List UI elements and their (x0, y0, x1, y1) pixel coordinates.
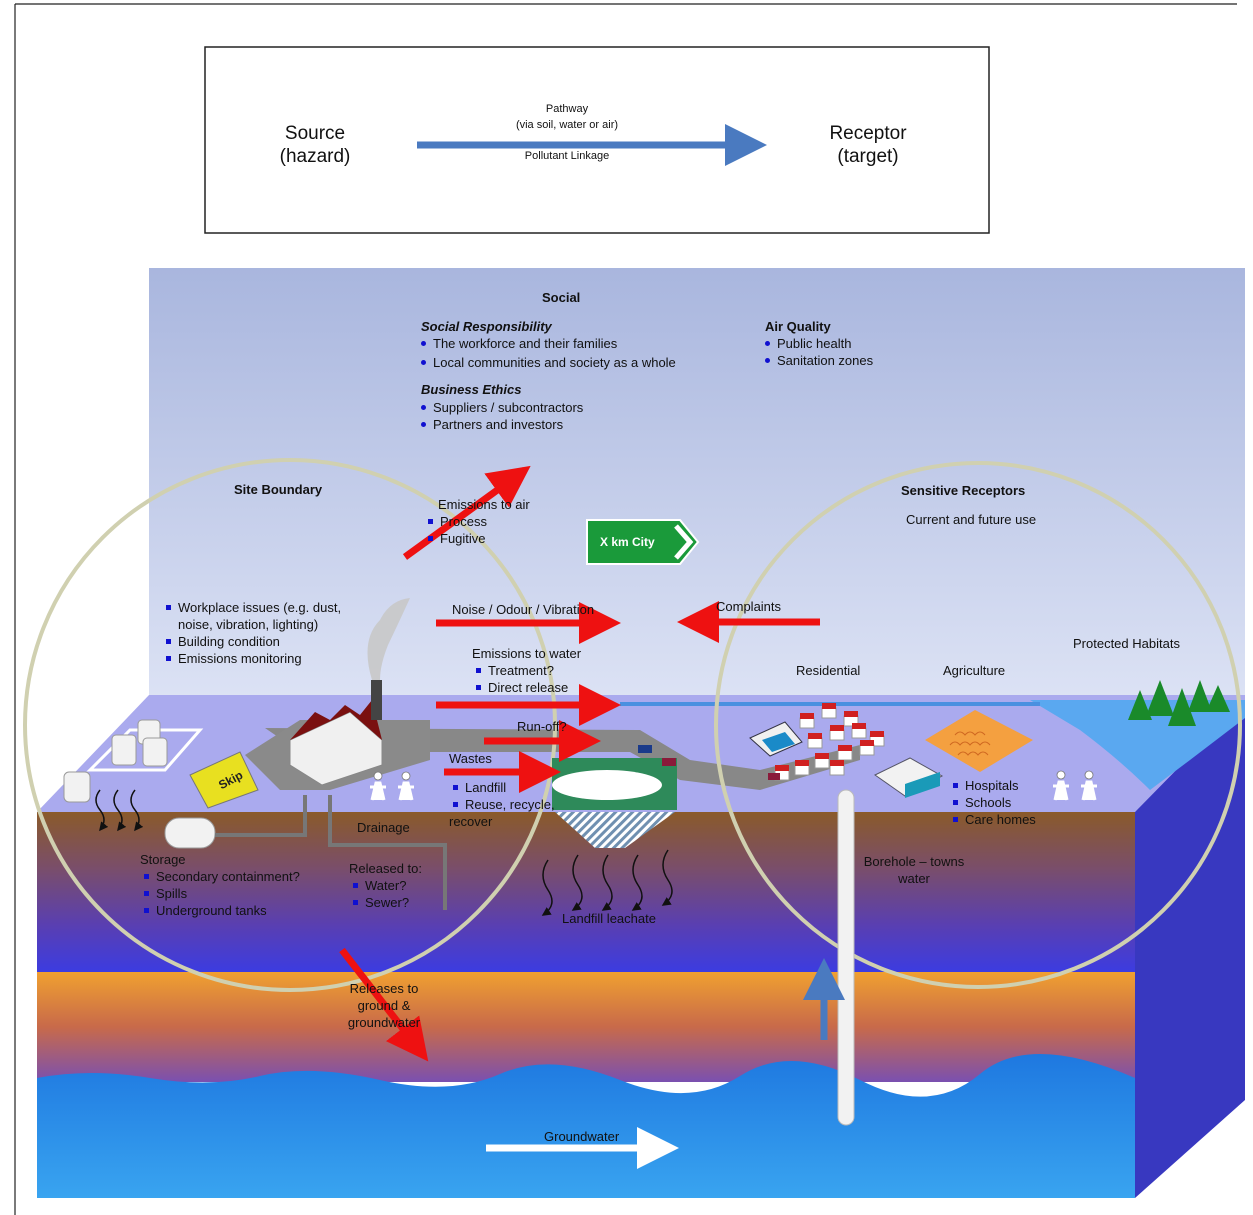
list-item: Sanitation zones (765, 352, 873, 369)
list-item: Public health (765, 335, 873, 352)
wastes-cont: recover (449, 814, 493, 829)
list-item: Reuse, recycle, (453, 796, 555, 813)
borehole-label: Borehole – towns water (855, 853, 973, 887)
people-site (370, 771, 414, 801)
social-title: Social (542, 290, 581, 305)
receptors-subtitle: Current and future use (906, 512, 1037, 527)
list-item: Sewer? (353, 894, 409, 911)
social-responsibility-list: The workforce and their families Local c… (421, 335, 676, 371)
residential-houses (749, 703, 944, 798)
storage-list: Secondary containment? Spills Undergroun… (144, 868, 300, 919)
complaints-label: Complaints (716, 599, 782, 614)
list-item: The workforce and their families (421, 335, 676, 352)
legend-receptor-sub: (target) (837, 146, 899, 167)
borehole (837, 789, 855, 1126)
list-item: Spills (144, 885, 300, 902)
legend-source: Source (hazard) (270, 122, 360, 168)
list-item: Workplace issues (e.g. dust, (166, 599, 341, 616)
workplace-list: Workplace issues (e.g. dust, noise, vibr… (166, 599, 341, 667)
landfill (552, 758, 677, 848)
facilities-list: Hospitals Schools Care homes (953, 777, 1036, 828)
legend-pathway: Pathway (545, 103, 589, 115)
list-item: Direct release (476, 679, 568, 696)
cars (638, 745, 780, 780)
aquifer-layer (37, 972, 1135, 1082)
borehole-label-line: water (898, 871, 930, 886)
social-responsibility-title: Social Responsibility (421, 319, 552, 334)
noise-label: Noise / Odour / Vibration (452, 602, 595, 617)
ground-release-line: Releases to (349, 981, 419, 996)
business-ethics-title: Business Ethics (421, 382, 522, 397)
list-item: Hospitals (953, 777, 1036, 794)
legend-pathway-sub: (via soil, water or air) (515, 119, 619, 131)
list-item: Emissions monitoring (166, 650, 341, 667)
ground-release-label: Releases to ground & groundwater (336, 980, 432, 1031)
business-ethics-list: Suppliers / subcontractors Partners and … (421, 399, 583, 433)
legend-source-sub: (hazard) (279, 146, 351, 167)
site-boundary-title: Site Boundary (234, 482, 323, 497)
people-receptor (1053, 770, 1097, 801)
list-item: Landfill (453, 779, 555, 796)
emissions-water-title: Emissions to water (472, 646, 582, 661)
pathway-arrows (339, 465, 820, 1062)
list-item: Partners and investors (421, 416, 583, 433)
block-side (1135, 700, 1245, 1198)
released-list: Water? Sewer? (353, 877, 409, 911)
list-item: Local communities and society as a whole (421, 354, 676, 371)
list-item: Treatment? (476, 662, 568, 679)
receptors-circle (714, 461, 1242, 989)
wastes-list: Landfill Reuse, recycle, (453, 779, 555, 813)
drainage-pipes (215, 795, 447, 910)
list-item: Suppliers / subcontractors (421, 399, 583, 416)
list-item: Care homes (953, 811, 1036, 828)
list-item: Process (428, 513, 487, 530)
legend-receptor: Receptor (target) (818, 122, 918, 168)
legend-linkage: Pollutant Linkage (524, 150, 610, 162)
leachate-label: Landfill leachate (562, 911, 656, 926)
storage-tanks (63, 719, 168, 803)
list-item: Water? (353, 877, 409, 894)
storage-title: Storage (140, 852, 186, 867)
list-item-cont: noise, vibration, lighting) (166, 616, 341, 633)
road-sign (586, 519, 700, 565)
receptors-title: Sensitive Receptors (901, 483, 1026, 498)
factory (289, 598, 410, 786)
list-item: Schools (953, 794, 1036, 811)
groundwater-layer (37, 1053, 1135, 1198)
trees (1128, 680, 1230, 726)
legend-source-label: Source (284, 123, 346, 144)
agriculture-label: Agriculture (943, 663, 1006, 678)
legend-box (204, 46, 990, 234)
borehole-label-line: Borehole – towns (863, 854, 965, 869)
runoff-label: Run-off? (517, 719, 567, 734)
list-item: Building condition (166, 633, 341, 650)
list-item: Underground tanks (144, 902, 300, 919)
agriculture-field (925, 710, 1033, 772)
ground-release-line: ground & (357, 998, 411, 1013)
skip (189, 751, 259, 809)
groundwater-label: Groundwater (544, 1129, 620, 1144)
residential-label: Residential (796, 663, 861, 678)
ground-release-line: groundwater (347, 1015, 421, 1030)
list-item: Fugitive (428, 530, 487, 547)
road-sign-label: X km City (600, 535, 655, 549)
released-title: Released to: (349, 861, 422, 876)
air-quality-title: Air Quality (765, 319, 831, 334)
wastes-title: Wastes (449, 751, 492, 766)
protected-habitats-label: Protected Habitats (1073, 636, 1180, 651)
emissions-air-list: Process Fugitive (428, 513, 487, 547)
workplace-cont: noise, vibration, lighting) (178, 617, 319, 632)
legend-receptor-label: Receptor (829, 123, 907, 144)
spill-arrows (95, 789, 673, 916)
emissions-air-title: Emissions to air (438, 497, 530, 512)
site-boundary-circle (23, 458, 557, 992)
list-item: Secondary containment? (144, 868, 300, 885)
drainage-label: Drainage (357, 820, 410, 835)
emissions-water-list: Treatment? Direct release (476, 662, 568, 696)
underground-tank (164, 817, 216, 849)
air-quality-list: Public health Sanitation zones (765, 335, 873, 369)
